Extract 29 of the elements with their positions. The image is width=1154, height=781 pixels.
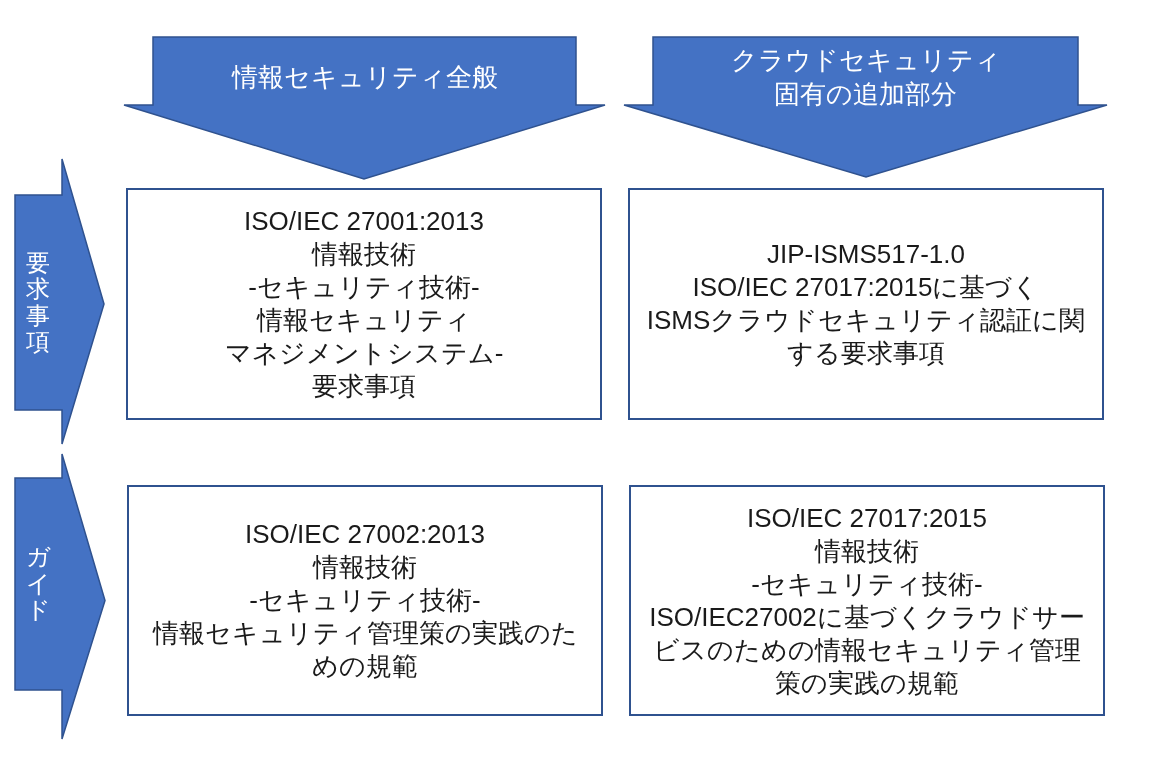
standard-number: JIP-ISMS517-1.0 <box>767 238 965 271</box>
standard-title: ISO/IEC27002に基づくクラウドサービスのための情報セキュリティ管理策の実践の規範 <box>648 600 1086 700</box>
down-block-arrow <box>623 36 1108 178</box>
standard-title: 情報セキュリティ <box>257 304 471 337</box>
standard-number: ISO/IEC 27001:2013 <box>244 205 484 238</box>
standard-box <box>127 485 603 716</box>
row-label: ガイド <box>26 544 50 624</box>
right-block-arrow <box>14 158 105 445</box>
standard-title: 要求事項 <box>312 370 416 403</box>
standard-box <box>628 188 1104 420</box>
standard-box <box>629 485 1105 716</box>
down-block-arrow <box>123 36 606 180</box>
standard-title: 情報セキュリティ管理策の実践のための規範 <box>151 617 579 683</box>
arrow-label: クラウドセキュリティ固有の追加部分 <box>729 44 1002 111</box>
arrow-label: 情報セキュリティ全般 <box>231 61 498 94</box>
standard-title: 情報技術 <box>815 534 919 568</box>
standard-title: ISO/IEC 27017:2015に基づく <box>692 271 1040 304</box>
standard-title: -セキュリティ技術- <box>249 584 481 617</box>
standard-number: ISO/IEC 27017:2015 <box>747 501 987 535</box>
right-block-arrow <box>14 453 106 740</box>
standard-box <box>126 188 602 420</box>
standard-title: -セキュリティ技術- <box>751 567 983 601</box>
standard-number: ISO/IEC 27002:2013 <box>245 518 485 551</box>
standard-title: 情報技術 <box>312 238 416 271</box>
standard-title: マネジメントシステム- <box>224 337 504 370</box>
standard-title: ISMSクラウドセキュリティ認証に関する要求事項 <box>645 304 1087 370</box>
row-label: 要求事項 <box>26 249 50 356</box>
standard-title: -セキュリティ技術- <box>248 271 480 304</box>
standard-title: 情報技術 <box>313 551 417 584</box>
